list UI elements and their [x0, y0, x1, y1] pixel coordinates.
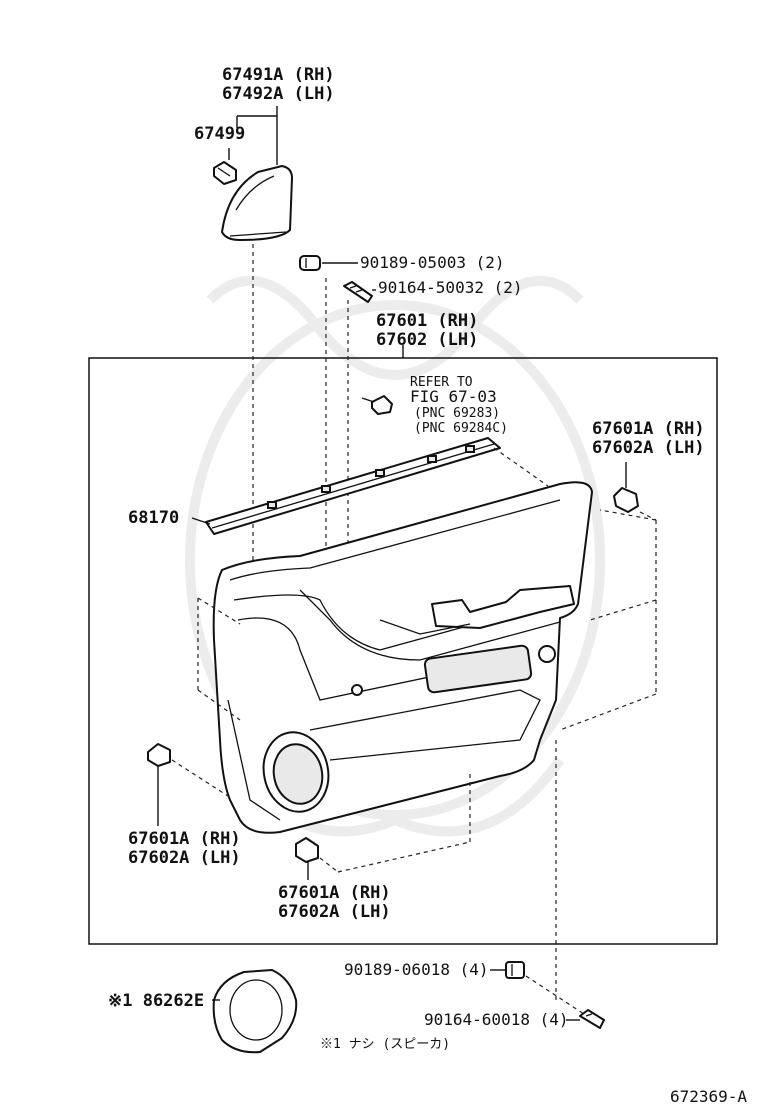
label-clip-90189-06018: 90189-06018 (4): [344, 960, 489, 979]
label-clip-upper-right-rh: 67601A (RH): [592, 419, 705, 439]
screw-90164-60018-icon: [579, 1009, 605, 1029]
label-clip-67499: 67499: [194, 124, 245, 144]
refer-clip-icon: [371, 395, 393, 415]
clip-90189-05003-icon: [299, 255, 321, 271]
clip-upper-right-icon: [613, 487, 639, 513]
clip-lower-middle-icon: [295, 837, 319, 863]
clip-lower-left-icon: [147, 743, 171, 767]
label-refer-to: REFER TO: [410, 375, 473, 390]
label-clip-90189-05003: 90189-05003 (2): [360, 253, 505, 272]
label-footnote: ※1 ナシ (スピーカ): [320, 1037, 450, 1052]
label-clip-lower-middle-rh: 67601A (RH): [278, 883, 391, 903]
trim-rear-cover-leader: [228, 106, 278, 165]
label-door-trim-panel-rh: 67601 (RH): [376, 311, 478, 331]
label-clip-lower-middle-lh: 67602A (LH): [278, 902, 391, 922]
clip-67499-icon: [213, 161, 237, 185]
label-refer-pnc-1: (PNC 69283): [414, 406, 500, 421]
trim-rear-cover-icon: [221, 165, 293, 241]
screw-90164-50032-icon: [343, 281, 373, 303]
label-trim-rear-cover-rh: 67491A (RH): [222, 65, 335, 85]
label-screw-90164-60018: 90164-60018 (4): [424, 1010, 569, 1029]
label-trim-rear-cover-lh: 67492A (LH): [222, 84, 335, 104]
weatherstrip-68170-icon: [205, 437, 501, 535]
label-door-trim-panel-lh: 67602 (LH): [376, 330, 478, 350]
label-refer-pnc-2: (PNC 69284C): [414, 421, 508, 436]
label-clip-lower-left-rh: 67601A (RH): [128, 829, 241, 849]
door-trim-panel-icon: [212, 481, 593, 834]
label-speaker-ring: ※1 86262E: [108, 991, 204, 1011]
label-weatherstrip-68170: 68170: [128, 508, 179, 528]
clip-90189-06018-icon: [505, 961, 525, 979]
label-diagram-id: 672369-A: [670, 1087, 747, 1106]
label-clip-upper-right-lh: 67602A (LH): [592, 438, 705, 458]
label-clip-lower-left-lh: 67602A (LH): [128, 848, 241, 868]
speaker-ring-icon: [212, 969, 298, 1054]
label-screw-90164-50032: 90164-50032 (2): [378, 278, 523, 297]
label-refer-fig: FIG 67-03: [410, 387, 497, 406]
